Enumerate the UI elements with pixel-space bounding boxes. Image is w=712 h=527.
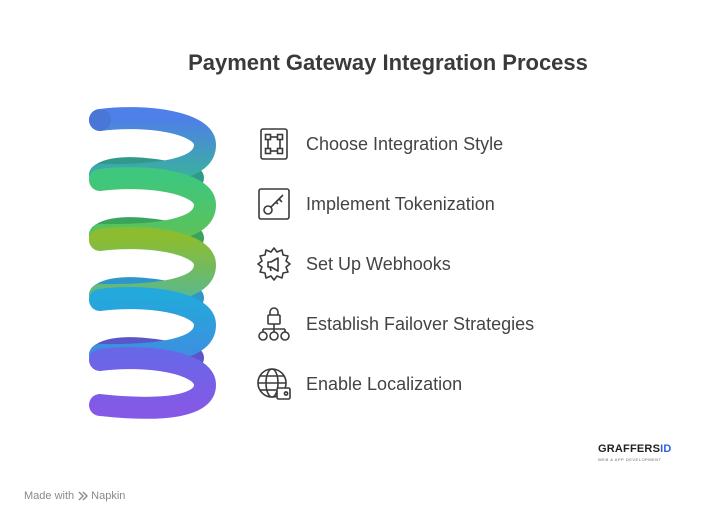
step-implement-tokenization: Implement Tokenization [255, 184, 495, 224]
graffersid-logo: GRAFFERSID WEB & APP DEVELOPMENT [598, 443, 678, 473]
key-icon [255, 185, 293, 223]
brand-name-accent: ID [660, 443, 672, 455]
step-label: Enable Localization [306, 373, 463, 394]
step-choose-integration-style: Choose Integration Style [255, 124, 503, 164]
coil-segment-5 [89, 347, 217, 419]
brand-name: GRAFFERS [598, 443, 661, 455]
crop-square-icon [255, 125, 293, 163]
step-label: Implement Tokenization [306, 193, 495, 214]
coil-segment-4 [89, 287, 217, 367]
step-label: Choose Integration Style [306, 133, 504, 154]
spring-coil-graphic [89, 107, 217, 419]
coil-segment-1 [89, 107, 217, 187]
made-with-napkin[interactable]: Made with Napkin [24, 490, 125, 502]
step-label: Establish Failover Strategies [306, 313, 535, 334]
page-title: Payment Gateway Integration Process [188, 50, 588, 75]
step-label: Set Up Webhooks [306, 253, 451, 274]
napkin-text: Napkin [91, 490, 126, 502]
made-with-text: Made with [24, 490, 75, 502]
step-establish-failover-strategies: Establish Failover Strategies [255, 304, 534, 344]
coil-end-cap [89, 109, 111, 131]
coil-segment-3 [89, 227, 217, 307]
step-set-up-webhooks: Set Up Webhooks [255, 244, 451, 284]
gear-announce-icon [255, 245, 293, 283]
step-enable-localization: Enable Localization [255, 364, 462, 404]
brand-tagline: WEB & APP DEVELOPMENT [598, 457, 662, 462]
globe-wallet-icon [255, 365, 293, 403]
lock-network-icon [255, 305, 293, 343]
coil-segment-2 [89, 167, 217, 247]
napkin-logo-icon [78, 491, 89, 501]
